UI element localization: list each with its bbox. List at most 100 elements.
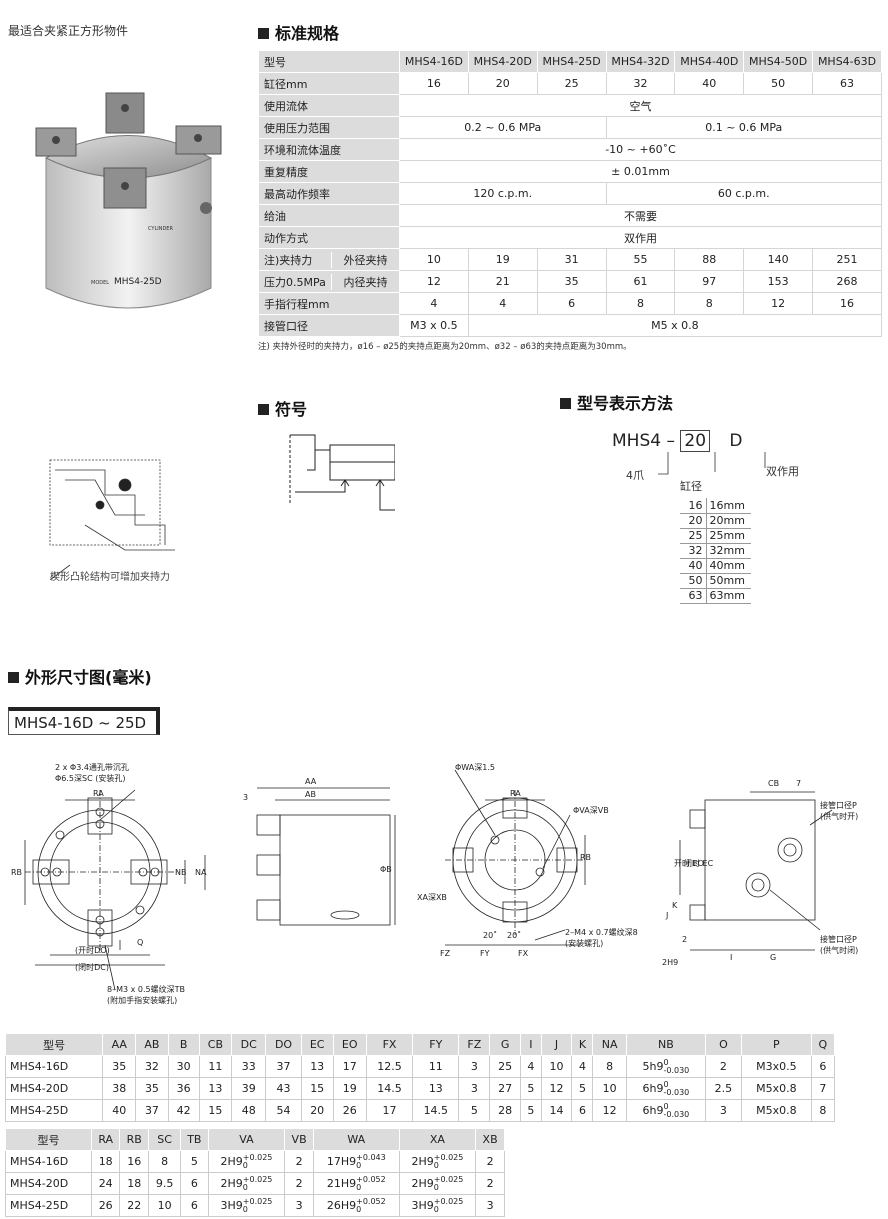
label-tb-note: (附加手指安装螺孔): [107, 995, 177, 1005]
dim1-header-cell: B: [167, 1033, 200, 1056]
dim1-cell: 13: [412, 1077, 460, 1100]
dim1-header-cell: FX: [365, 1033, 414, 1056]
dim2-cell: 18: [91, 1150, 121, 1173]
dim1-cell: 15: [198, 1099, 233, 1122]
spec-inner-cell: 21: [467, 270, 538, 293]
tol-lower: 0: [356, 1182, 362, 1192]
dim1-cell: 40: [102, 1099, 137, 1122]
dim2-cell: 24: [91, 1172, 121, 1195]
pneumatic-symbol: [289, 434, 395, 511]
label-fz: FZ: [440, 949, 451, 958]
model-code-action-note: 双作用: [766, 465, 799, 478]
spec-inner-cell: 268: [812, 270, 882, 293]
fit-value: 2H9: [411, 1176, 434, 1190]
label-va: ΦVA深VB: [573, 806, 609, 815]
dim1-cell: 10: [540, 1055, 573, 1078]
dim1-cell: 42: [167, 1099, 200, 1122]
label-m4-note: (安装螺孔): [565, 938, 603, 948]
bore-size: 32mm: [706, 543, 751, 559]
spec-freq-large: 60 c.p.m.: [605, 182, 883, 205]
dim1-header-cell: CB: [198, 1033, 233, 1056]
dim2-header-cell: WA: [312, 1128, 400, 1151]
dim2-cell: 26: [91, 1194, 121, 1217]
spec-port-label: 接管口径: [258, 314, 400, 337]
fit-value: 3H9: [411, 1198, 434, 1212]
spec-stroke-label: 手指行程mm: [258, 292, 400, 315]
spec-model-cell: MHS4-25D: [536, 50, 607, 73]
dim1-cell: 12: [540, 1077, 573, 1100]
spec-lube-value: 不需要: [399, 204, 882, 227]
bore-size: 25mm: [706, 528, 751, 544]
dim1-header-cell: P: [740, 1033, 812, 1056]
dim1-cell: 27: [489, 1077, 522, 1100]
label-two: 2: [682, 935, 687, 944]
dim1-header-cell: AA: [102, 1033, 137, 1056]
model-code-suffix: D: [729, 431, 743, 451]
dim1-cell: 43: [265, 1077, 302, 1100]
spec-note: 注) 夹持外径时的夹持力，ø16 – ø25的夹持点距离为20mm、ø32 – …: [258, 342, 632, 352]
dim1-header-cell: J: [540, 1033, 573, 1056]
cam-structure-drawing: [49, 459, 175, 580]
label-g: G: [770, 953, 776, 962]
dim2-cell: 6: [180, 1194, 209, 1217]
spec-force-label-1: 注)夹持力: [264, 253, 313, 267]
bullet-square-icon: [560, 398, 571, 409]
dim1-cell: 48: [231, 1099, 267, 1122]
dim1-header-cell: Q: [810, 1033, 836, 1056]
bore-code: 50: [680, 573, 707, 589]
dim1-cell: 13: [300, 1055, 334, 1078]
dim2-cell: 9.5: [148, 1172, 182, 1195]
dim2-cell: 18: [119, 1172, 150, 1195]
label-cb: CB: [768, 779, 779, 788]
label-hole: 2 x Φ3.4通孔带沉孔: [55, 762, 129, 772]
dim1-cell: 5: [520, 1099, 542, 1122]
dim2-header-cell: TB: [180, 1128, 209, 1151]
top-view-drawing: 2 x Φ3.4通孔带沉孔 Φ6.5深SC (安装孔) RA RB NB NA …: [11, 762, 207, 1005]
tol-upper: +0.025: [242, 1152, 273, 1162]
dim1-cell: 8: [592, 1055, 627, 1078]
model-code-title: 型号表示方法: [560, 390, 673, 414]
tol-lower: 0: [356, 1160, 362, 1170]
dim1-cell: 10: [592, 1077, 627, 1100]
dim1-cell: 37: [135, 1099, 169, 1122]
label-port-p1-note: (供气时开): [820, 811, 858, 821]
nb-tolerance: 0-0.030: [663, 1102, 689, 1119]
spec-table: 型号 MHS4-16D MHS4-20D MHS4-25D MHS4-32D M…: [258, 50, 883, 337]
dim1-cell: 28: [489, 1099, 522, 1122]
label-wa: ΦWA深1.5: [455, 763, 495, 772]
spec-outer-cell: 251: [812, 248, 882, 271]
label-k: K: [672, 901, 678, 910]
dim1-nb-cell: 6h90-0.030: [625, 1099, 706, 1122]
spec-bore-label: 缸径mm: [258, 72, 400, 95]
label-xa: XA深XB: [417, 893, 447, 902]
label-deg-2: 20˚: [507, 930, 521, 940]
spec-freq-label: 最高动作频率: [258, 182, 400, 205]
fit-value: 2H9: [220, 1176, 243, 1190]
spec-stroke-cell: 16: [812, 292, 882, 315]
dim1-cell: 13: [198, 1077, 233, 1100]
dim1-cell: MHS4-25D: [4, 1099, 104, 1122]
label-port-p1: 接管口径P: [820, 800, 857, 810]
spec-inner-cell: 35: [536, 270, 607, 293]
dim1-cell: 6: [810, 1055, 836, 1078]
spec-model-cell: MHS4-16D: [399, 50, 469, 73]
spec-action-label: 动作方式: [258, 226, 400, 249]
model-code-dash: –: [666, 431, 675, 451]
dim2-header-cell: XB: [475, 1128, 505, 1151]
dim1-header-cell: I: [520, 1033, 542, 1056]
dim1-cell: 38: [102, 1077, 137, 1100]
dim1-cell: 37: [265, 1055, 302, 1078]
dim1-header-cell: G: [489, 1033, 522, 1056]
label-fx: FX: [518, 949, 529, 958]
spec-bore-cell: 32: [605, 72, 676, 95]
dim1-cell: 14: [540, 1099, 573, 1122]
bullet-square-icon: [258, 404, 269, 415]
label-counterbore: Φ6.5深SC (安装孔): [55, 773, 125, 783]
